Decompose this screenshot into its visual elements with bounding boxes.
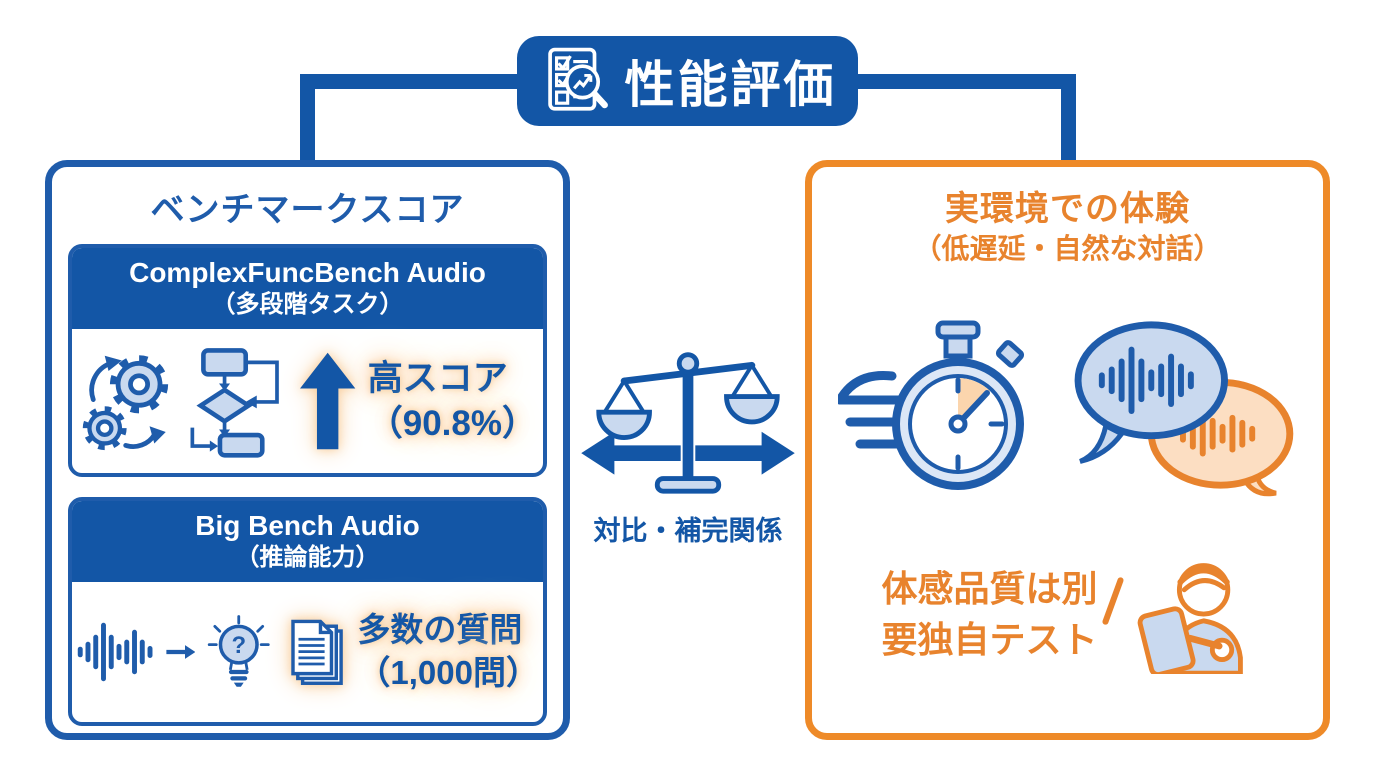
svg-text:?: ? <box>232 632 247 659</box>
benchmark-panel: ベンチマークスコア ComplexFuncBench Audio （多段階タスク… <box>45 160 570 740</box>
benchmark-result-2: 多数の質問 （1,000問） <box>357 609 539 695</box>
result-line2: （90.8%） <box>367 404 537 443</box>
comparison-group: 対比・補完関係 <box>572 342 804 548</box>
complexfuncbench-card-body: 高スコア （90.8%） <box>72 329 543 473</box>
card-subtitle: （多段階タスク） <box>211 291 404 318</box>
person-with-phone-icon <box>1137 562 1243 674</box>
bigbench-card: Big Bench Audio （推論能力） <box>68 497 547 726</box>
connector-left-horizontal <box>300 74 522 89</box>
winged-stopwatch-icon <box>837 320 1024 490</box>
experience-title-line2: （低遅延・自然な対話） <box>913 233 1222 265</box>
note-line1: 体感品質は別 <box>881 568 1098 610</box>
experience-note-text: 体感品質は別 要独自テスト <box>881 564 1097 665</box>
bigbench-card-body: ? 多数の質問 （1, <box>72 582 543 722</box>
speech-bubbles-waveform-icon <box>1074 321 1293 496</box>
benchmark-result-1: 高スコア （90.8%） <box>368 356 537 447</box>
blue-waveform <box>1098 346 1194 414</box>
connector-right-vertical <box>1061 74 1076 166</box>
experience-icons-row <box>812 314 1323 504</box>
complexfuncbench-card-header: ComplexFuncBench Audio （多段階タスク） <box>72 248 543 329</box>
complexfuncbench-card: ComplexFuncBench Audio （多段階タスク） <box>68 244 547 477</box>
result-line1: 高スコア <box>367 358 508 398</box>
gears-icon <box>82 355 169 451</box>
note-line2: 要独自テスト <box>881 618 1098 660</box>
arrow-up-icon <box>300 352 356 450</box>
benchmark-panel-title: ベンチマークスコア <box>150 191 465 229</box>
page-title: 性能評価 <box>624 57 837 113</box>
result-line1: 多数の質問 <box>357 611 523 649</box>
flowchart-icon <box>190 348 280 458</box>
experience-note: 体感品質は別 要独自テスト <box>812 556 1323 674</box>
result-line2: （1,000問） <box>357 654 539 691</box>
arrow-right-icon <box>166 645 196 659</box>
lightbulb-question-icon: ? <box>208 615 270 687</box>
comparison-label: 対比・補完関係 <box>593 516 783 546</box>
card-title: ComplexFuncBench Audio <box>129 257 486 288</box>
waveform-icon <box>77 622 153 682</box>
balance-scale-icon <box>581 352 795 494</box>
experience-panel-title: 実環境での体験 （低遅延・自然な対話） <box>812 187 1323 268</box>
experience-title-line1: 実環境での体験 <box>945 190 1190 228</box>
performance-evaluation-title-box: 性能評価 <box>517 36 858 126</box>
card-subtitle: （推論能力） <box>235 544 380 571</box>
documents-icon <box>291 619 343 685</box>
connector-left-vertical <box>300 74 315 166</box>
experience-panel: 実環境での体験 （低遅延・自然な対話） <box>805 160 1330 740</box>
slash-separator <box>1101 576 1124 626</box>
card-title: Big Bench Audio <box>195 510 420 541</box>
connector-right-horizontal <box>854 74 1076 89</box>
bigbench-card-header: Big Bench Audio （推論能力） <box>72 501 543 582</box>
evaluation-checklist-magnifier-icon <box>547 47 608 111</box>
